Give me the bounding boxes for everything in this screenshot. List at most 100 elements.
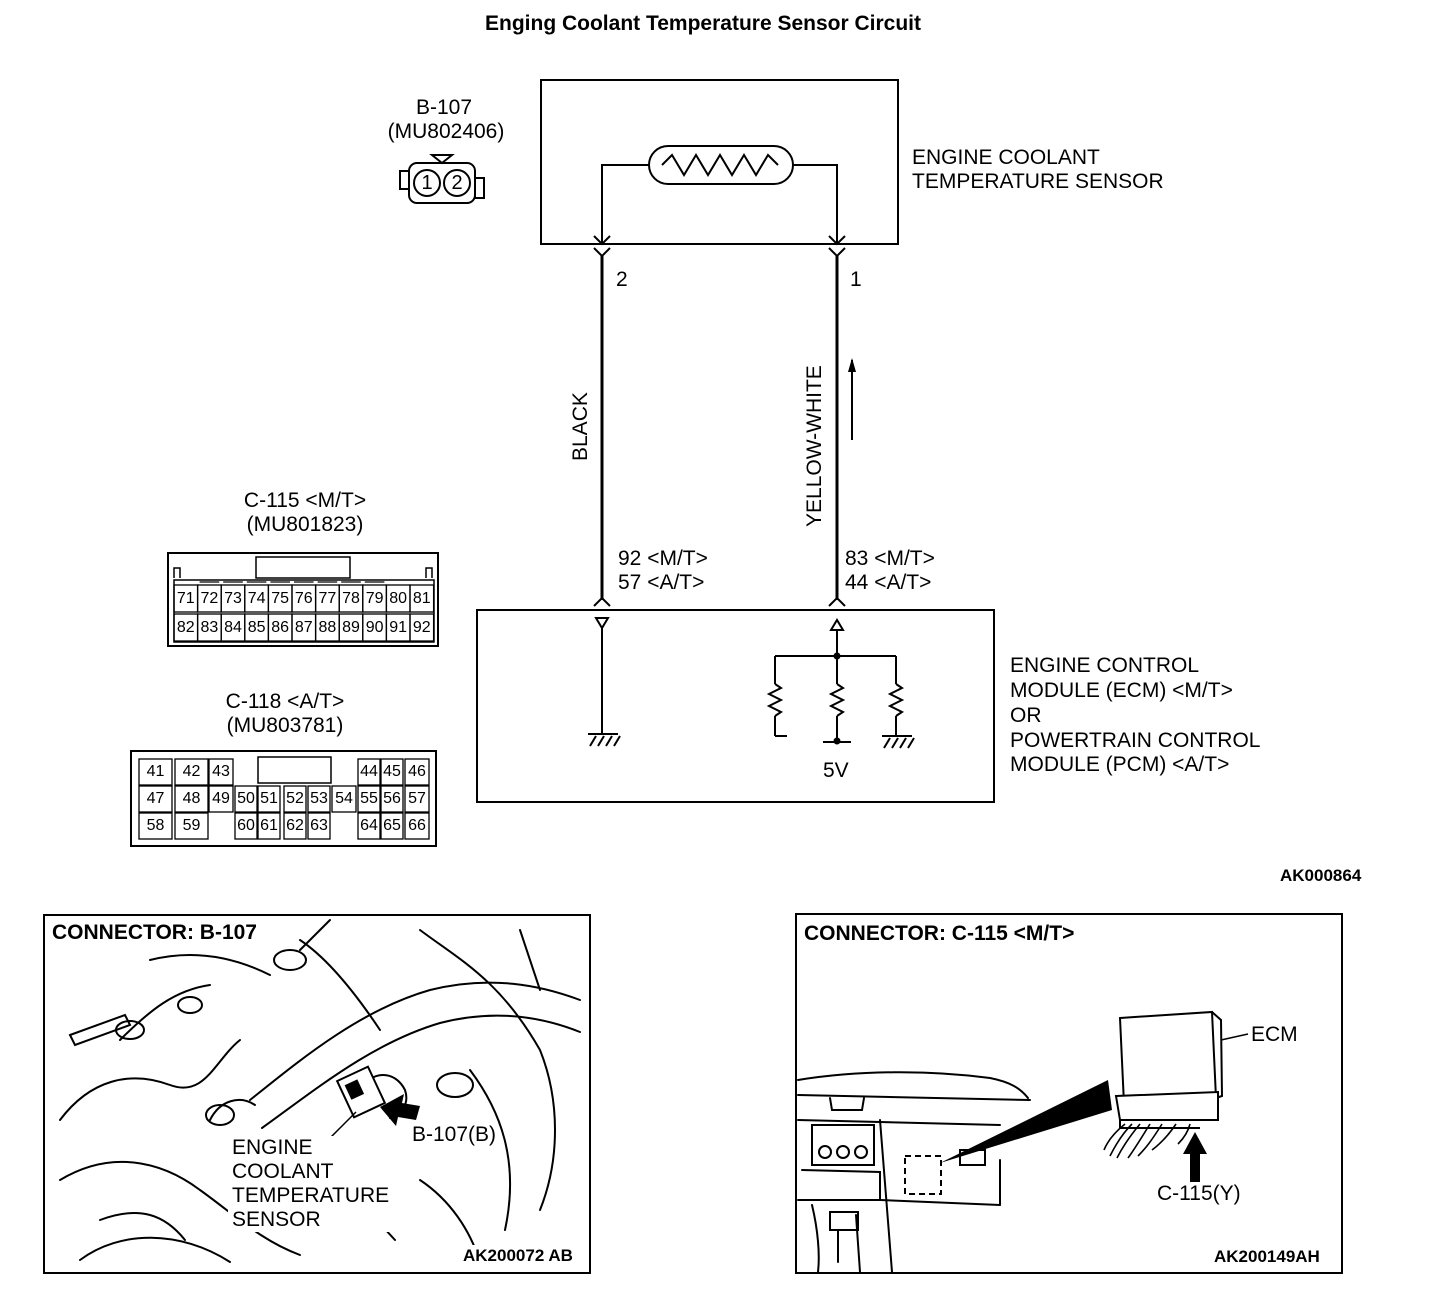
pin-number: 92: [412, 618, 431, 636]
resistor-1: [766, 683, 784, 717]
thermistor-symbol: [648, 145, 794, 185]
callout-arrow-b107: [380, 1094, 420, 1126]
ecm-terminal-right: [828, 596, 846, 607]
ecm-box: [476, 609, 995, 803]
ecm-illustration: [1114, 1010, 1224, 1129]
ecm-label-line2: MODULE (ECM) <M/T>: [1010, 679, 1233, 702]
resistor-2: [828, 683, 846, 717]
connector-c115-grid: [173, 581, 435, 642]
pin-number: 54: [335, 790, 353, 807]
ecm-harness: [1103, 1123, 1191, 1159]
pin-number: 45: [383, 763, 401, 780]
ecm-label-line4: POWERTRAIN CONTROL: [1010, 729, 1261, 752]
pin-number: 87: [294, 618, 313, 636]
ecm-label-line5: MODULE (PCM) <A/T>: [1010, 753, 1230, 776]
sensor-illustration: [335, 1065, 387, 1119]
diagram-title: Enging Coolant Temperature Sensor Circui…: [485, 12, 921, 35]
pin-number: 49: [212, 790, 230, 807]
photo-left-callout: B-107(B): [412, 1123, 497, 1147]
sensor-label-line2: TEMPERATURE SENSOR: [912, 170, 1164, 193]
pin-number: 59: [182, 817, 201, 834]
pin-number: 64: [360, 817, 378, 834]
connector-pin-1-label: 1: [421, 172, 433, 194]
photo-right-header: CONNECTOR: C-115 <M/T>: [804, 922, 1075, 945]
ecm-pin-left-at: 57 <A/T>: [618, 571, 705, 594]
ecm-pin-left-mt: 92 <M/T>: [618, 547, 708, 570]
photo-panel-left: [43, 914, 591, 1274]
photo-right-callout: C-115(Y): [1157, 1182, 1241, 1205]
pin-number: 84: [224, 618, 242, 636]
sensor-lead-right: [793, 164, 838, 244]
pin-number: 62: [286, 817, 304, 834]
thermistor-zigzag: [661, 153, 779, 177]
ecm-location-box: [904, 1155, 942, 1195]
pin-number: 86: [271, 618, 290, 636]
pin-number: 51: [260, 790, 278, 807]
terminal-arrow-right: [828, 235, 846, 246]
pin-number: 88: [318, 618, 337, 636]
wire-black-label: BLACK: [569, 392, 592, 461]
pin-number: 90: [365, 618, 384, 636]
pin-number: 73: [224, 589, 242, 607]
pin-number: 47: [146, 790, 165, 807]
photo-left-label-line4: SENSOR: [232, 1208, 321, 1231]
photo-right-code: AK200149AH: [1214, 1247, 1320, 1266]
pin-number: 66: [408, 817, 426, 834]
junction-dot: [833, 652, 841, 660]
pin-number: 78: [342, 589, 360, 607]
pin-number: 46: [408, 763, 426, 780]
wire-right-pin: 1: [850, 268, 862, 291]
pin-number: 48: [182, 790, 201, 807]
pin-number: 41: [146, 763, 165, 780]
photo-left-header: CONNECTOR: B-107: [52, 921, 261, 945]
photo-left-label-line2: COOLANT: [232, 1160, 334, 1183]
connector-key: [429, 154, 455, 165]
ecm-pin-right-mt: 83 <M/T>: [845, 547, 935, 570]
photo-left-label-line3: TEMPERATURE: [232, 1184, 390, 1207]
pin-number: 72: [200, 589, 219, 607]
pin-number: 71: [176, 589, 195, 607]
voltage-label: 5V: [823, 759, 849, 782]
wire-left-pin: 2: [616, 268, 628, 291]
dashboard-illustration: [797, 1071, 1031, 1273]
connector-pin-1: [413, 169, 441, 197]
vcc-dot: [833, 737, 841, 745]
connector-c118-part: (MU803781): [226, 714, 344, 737]
pin-number: 58: [146, 817, 165, 834]
connector-c115-title: C-115 <M/T>: [243, 489, 367, 512]
sensor-label-line1: ENGINE COOLANT: [912, 146, 1100, 169]
pin-number: 80: [389, 589, 408, 607]
figure-code: AK000864: [1280, 866, 1362, 885]
wire-yellow-white-label: YELLOW-WHITE: [803, 365, 826, 527]
pin-number: 79: [365, 589, 384, 607]
callout-arrow-c115: [1183, 1132, 1207, 1182]
sensor-box: [540, 79, 899, 245]
pin-number: 82: [176, 618, 195, 636]
pin-number: 76: [294, 589, 313, 607]
pin-number: 81: [412, 589, 431, 607]
pin-number: 57: [408, 790, 426, 807]
resistor-3: [887, 683, 905, 717]
ecm-label-line3: OR: [1010, 704, 1042, 727]
connector-pin-2: [443, 169, 471, 197]
connector-b107-id: B-107: [415, 96, 473, 119]
photo-right-ecm-label: ECM: [1251, 1023, 1298, 1046]
pin-number: 85: [247, 618, 266, 636]
pin-number: 52: [286, 790, 304, 807]
pin-number: 65: [383, 817, 401, 834]
ecm-pin-right-at: 44 <A/T>: [845, 571, 932, 594]
photo-panel-right: [795, 913, 1343, 1274]
zoom-beam: [940, 1080, 1112, 1163]
pin-number: 55: [360, 790, 378, 807]
connector-c118-title: C-118 <A/T>: [225, 690, 345, 713]
terminal-arrow-left: [593, 235, 611, 246]
photo-left-sensor-label: ENGINE COOLANT TEMPERATURE SENSOR: [228, 1136, 394, 1232]
connector-b107-part: (MU802406): [387, 120, 505, 143]
ecm-terminal-left: [593, 596, 611, 607]
connector-pin-2-label: 2: [451, 172, 463, 194]
photo-left-code: AK200072 AB: [463, 1246, 573, 1265]
photo-left-label-line1: ENGINE: [232, 1136, 313, 1159]
pin-number: 74: [247, 589, 266, 607]
